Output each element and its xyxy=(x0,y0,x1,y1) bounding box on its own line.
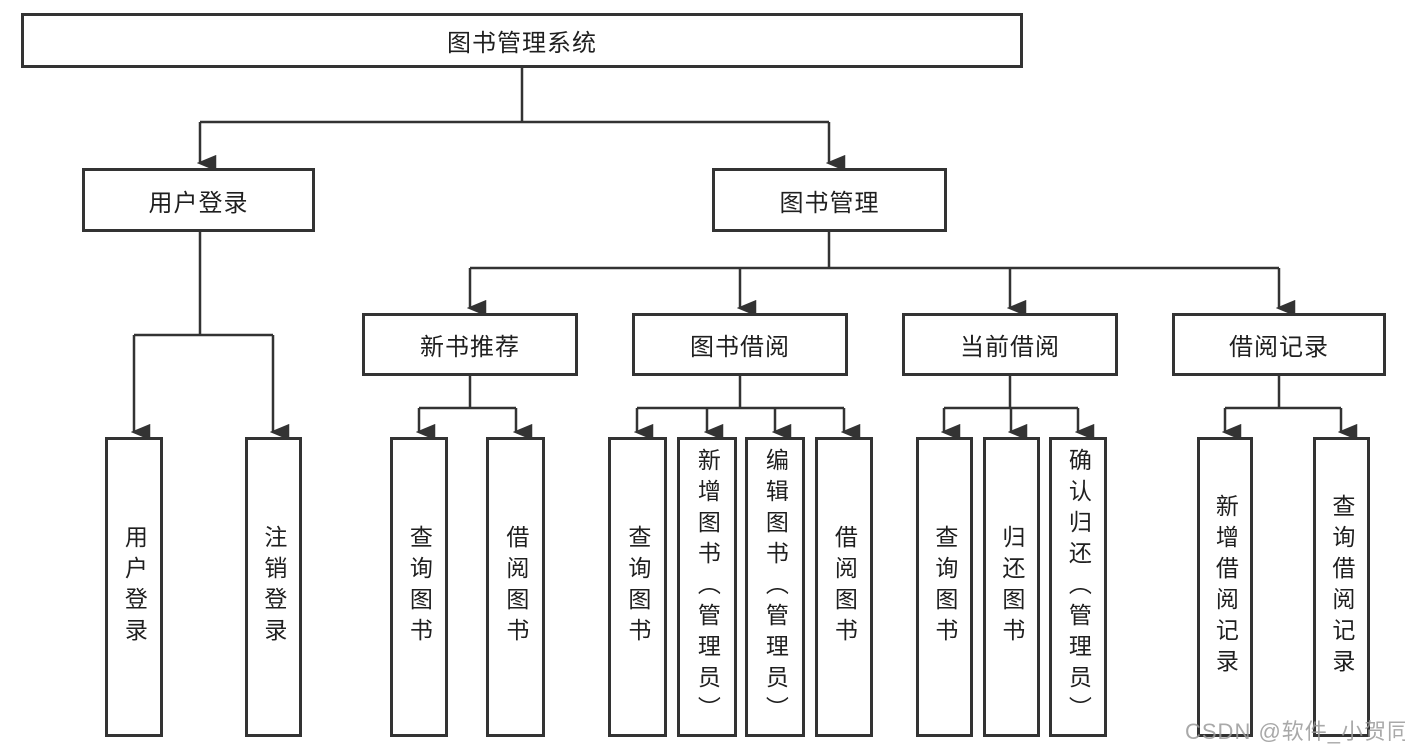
leaf-user-login: 用户登录 xyxy=(105,437,163,737)
connector-borrowing-branch xyxy=(637,376,844,410)
leaf-current-query-book: 查询图书 xyxy=(916,437,973,737)
node-new-book-recommend: 新书推荐 xyxy=(362,313,578,376)
connector-management-branch xyxy=(470,232,1279,270)
leaf-logout: 注销登录 xyxy=(245,437,302,737)
connector-user-branch xyxy=(134,232,273,337)
connector-records-branch xyxy=(1225,376,1341,410)
leaf-query-borrow-record: 查询借阅记录 xyxy=(1313,437,1370,737)
node-book-management: 图书管理 xyxy=(712,168,947,232)
node-user-login: 用户登录 xyxy=(82,168,315,232)
leaf-recommend-borrow-book: 借阅图书 xyxy=(486,437,545,737)
leaf-borrow-book: 借阅图书 xyxy=(815,437,873,737)
node-borrowing-records: 借阅记录 xyxy=(1172,313,1386,376)
connector-root-branch xyxy=(200,68,829,124)
leaf-edit-book-admin: 编辑图书（管理员） xyxy=(745,437,805,737)
connector-recommend-branch xyxy=(419,376,516,410)
node-current-borrowing: 当前借阅 xyxy=(902,313,1118,376)
leaf-add-book-admin: 新增图书（管理员） xyxy=(677,437,737,737)
leaf-borrowing-query-book: 查询图书 xyxy=(608,437,667,737)
watermark: CSDN @软件_小贺同学 xyxy=(1185,719,1405,744)
leaf-return-book: 归还图书 xyxy=(983,437,1040,737)
node-book-borrowing: 图书借阅 xyxy=(632,313,848,376)
connector-current-branch xyxy=(944,376,1078,410)
node-root: 图书管理系统 xyxy=(21,13,1023,68)
leaf-recommend-query-book: 查询图书 xyxy=(390,437,448,737)
leaf-confirm-return-admin: 确认归还（管理员） xyxy=(1049,437,1107,737)
leaf-add-borrow-record: 新增借阅记录 xyxy=(1197,437,1253,737)
